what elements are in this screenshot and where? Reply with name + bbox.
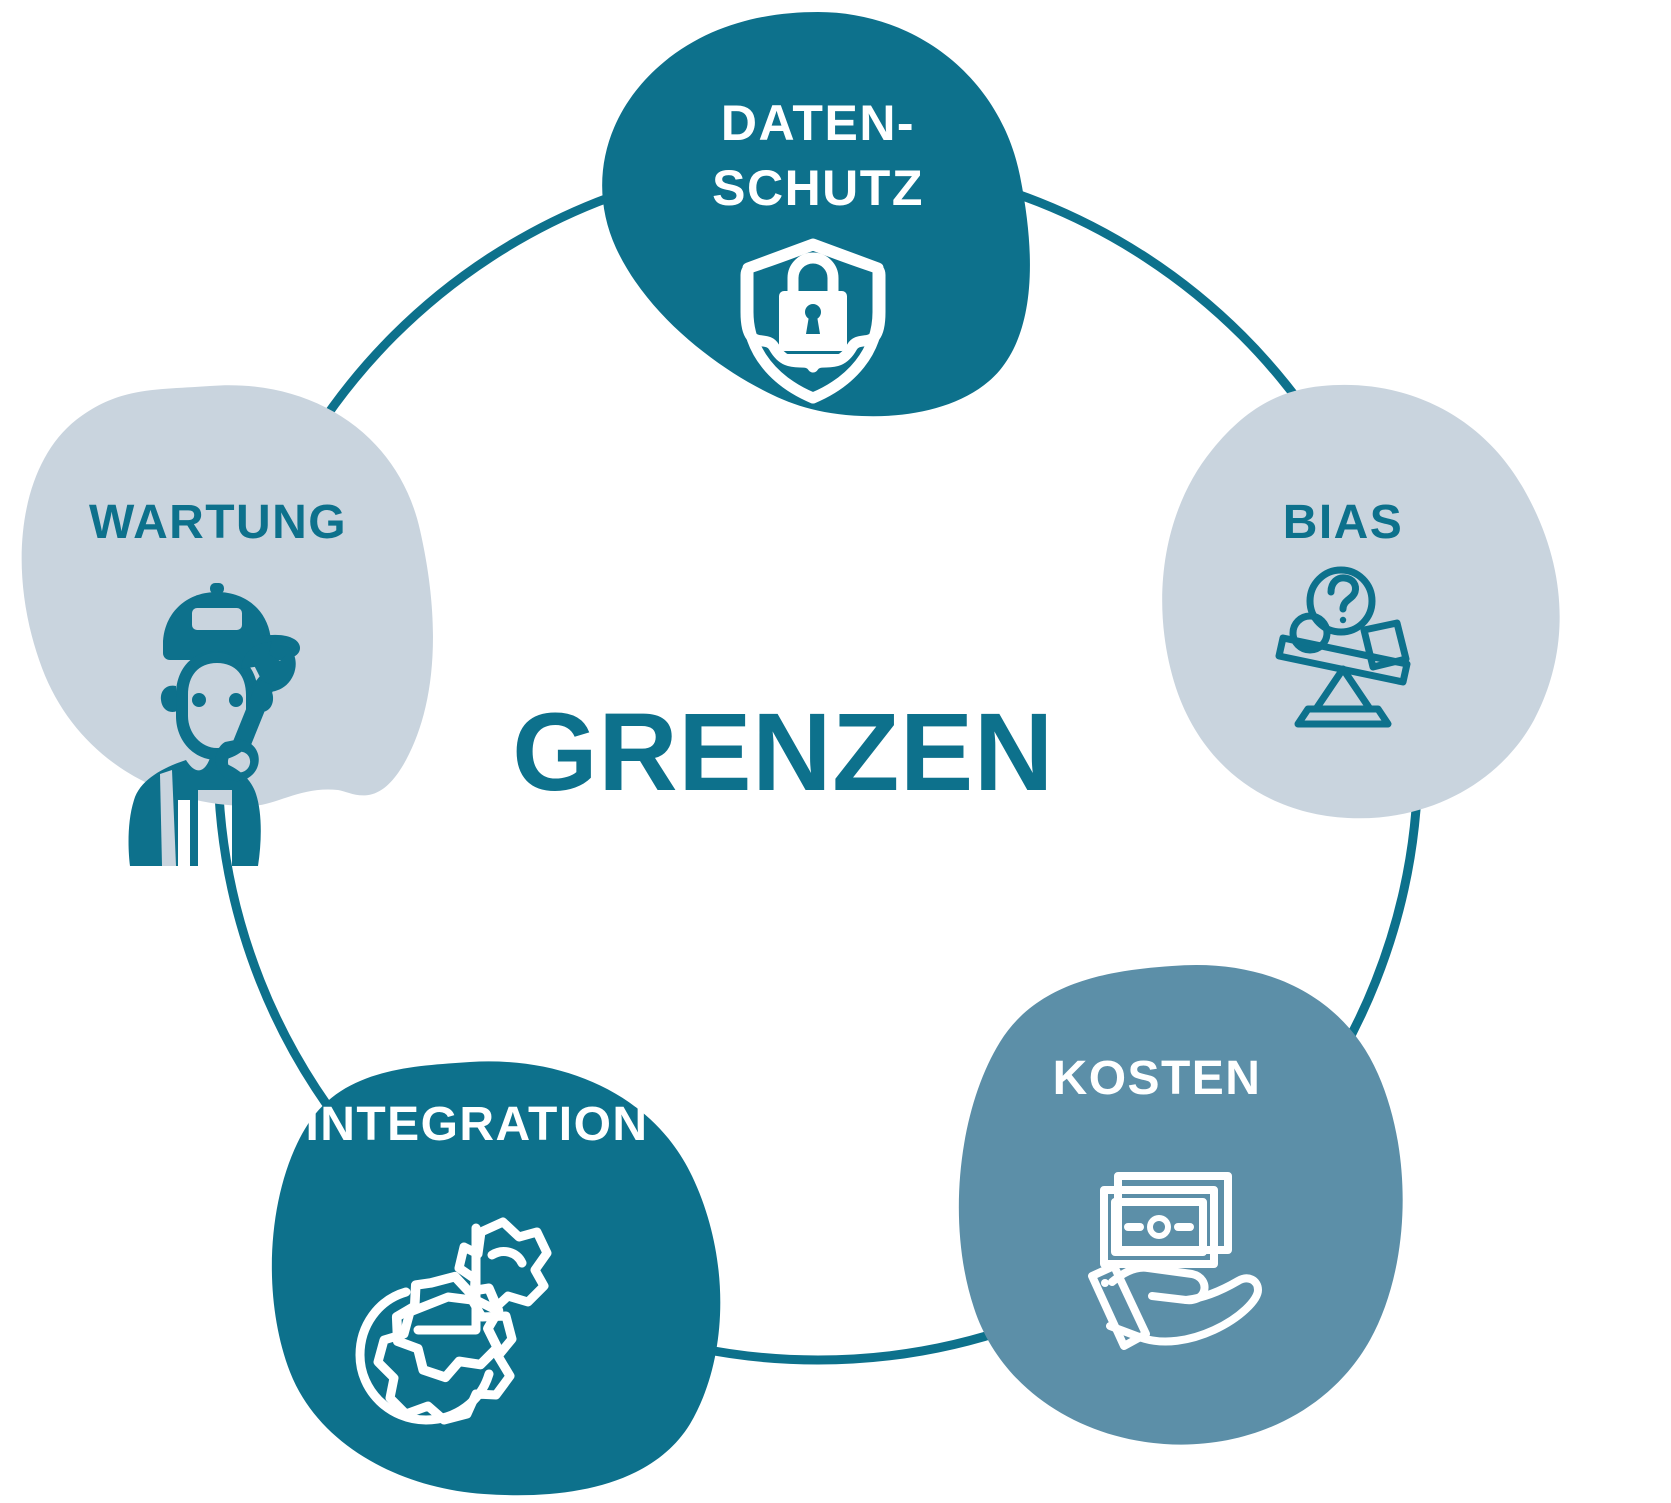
node-datenschutz-blob — [602, 12, 1030, 417]
node-bias-label: BIAS — [1283, 496, 1403, 549]
node-wartung[interactable]: WARTUNG — [21, 385, 433, 866]
technician-wrench-icon — [128, 583, 300, 866]
center-title: GRENZEN — [512, 691, 1054, 814]
node-wartung-label: WARTUNG — [89, 496, 347, 549]
hand-money-icon — [1088, 1172, 1262, 1350]
node-datenschutz-label-line2: SCHUTZ — [712, 160, 924, 216]
node-integration-blob — [271, 1061, 721, 1496]
node-bias-blob — [1162, 384, 1560, 819]
gears-icon — [355, 1217, 552, 1425]
node-integration-label: INTEGRATION — [306, 1098, 649, 1151]
node-datenschutz-label-line1: DATEN- — [721, 95, 915, 151]
node-kosten[interactable]: KOSTEN — [958, 964, 1403, 1445]
node-kosten-label: KOSTEN — [1053, 1052, 1262, 1105]
node-integration[interactable]: INTEGRATION — [271, 1061, 721, 1496]
seesaw-question-icon — [1275, 566, 1411, 728]
shield-lock-icon — [740, 238, 886, 404]
node-bias[interactable]: BIAS — [1162, 384, 1560, 819]
node-datenschutz[interactable]: DATEN- SCHUTZ — [602, 12, 1030, 1000]
